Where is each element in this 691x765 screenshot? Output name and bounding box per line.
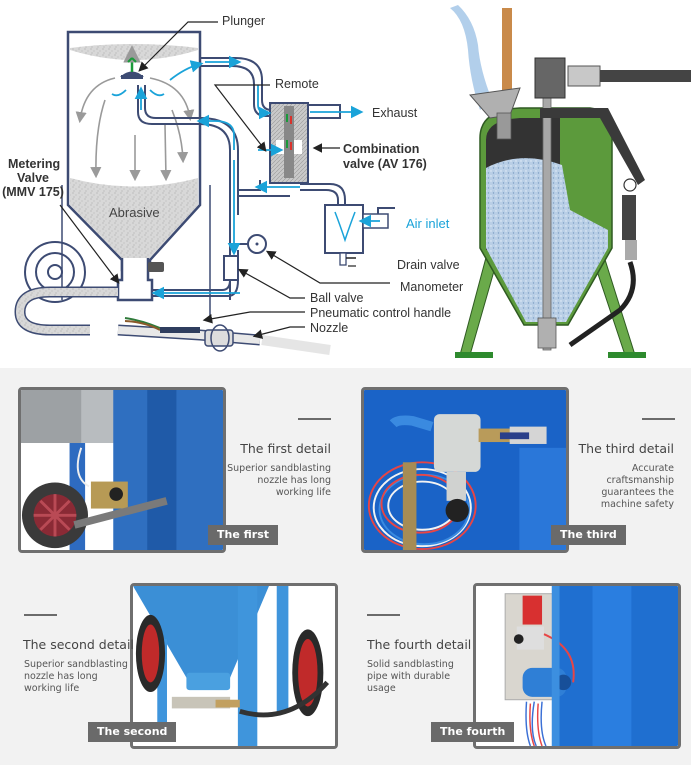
cutaway-drawing: [450, 5, 691, 358]
side-manometer: [623, 178, 637, 192]
pneumatic-handle: [540, 108, 645, 185]
wheel: [24, 241, 86, 303]
label-combination-valve-line1: Combination: [343, 142, 420, 156]
detail-desc-fourth: Solid sandblasting pipe with durable usa…: [367, 659, 473, 695]
detail-photo-fourth[interactable]: [473, 583, 681, 749]
abrasive-flow-arrows: [75, 77, 195, 182]
detail-desc-second-line1: Superior sandblasting: [24, 659, 128, 670]
sandblaster-schematic: Plunger Remote Exhaust Combination valve…: [0, 0, 463, 368]
label-plunger: Plunger: [222, 14, 266, 28]
detail-desc-fourth-line2: pipe with durable: [367, 671, 451, 682]
detail-desc-first-line2: nozzle has long: [257, 475, 331, 486]
top-illustration: Plunger Remote Exhaust Combination valve…: [0, 0, 691, 368]
plunger: [120, 45, 144, 79]
detail-desc-second: Superior sandblasting nozzle has long wo…: [24, 659, 130, 695]
detail-desc-second-line3: working life: [24, 683, 80, 694]
manometer: [238, 234, 267, 254]
detail-desc-third-line2: guarantees the: [601, 487, 674, 498]
leader-lines: [59, 21, 390, 339]
central-pipe: [542, 94, 552, 351]
hose-pipe: [600, 70, 691, 82]
detail-photo-first[interactable]: [18, 387, 226, 553]
schematic-drawing: [14, 21, 395, 355]
label-abrasive: Abrasive: [109, 205, 160, 220]
sand-column: [502, 8, 512, 90]
abrasive-hose: [14, 286, 331, 355]
photo-second-image: [133, 586, 335, 746]
detail-tag-second: The second: [88, 722, 177, 742]
water-separator: [324, 204, 395, 266]
detail-photo-third[interactable]: [361, 387, 569, 553]
detail-desc-first-line1: Superior sandblasting: [227, 463, 331, 474]
detail-desc-third-line1: Accurate craftsmanship: [606, 463, 674, 486]
photo-third-image: [364, 390, 566, 550]
foot-right: [608, 352, 646, 358]
label-air-inlet: Air inlet: [406, 216, 450, 231]
air-plume: [450, 5, 492, 110]
detail-desc-fourth-line1: Solid sandblasting: [367, 659, 454, 670]
detail-desc-third: Accurate craftsmanship guarantees the ma…: [568, 463, 674, 511]
side-valve: [622, 195, 636, 240]
elbow-fitting: [534, 57, 566, 99]
photo-fourth-image: [476, 586, 678, 746]
detail-desc-second-line2: nozzle has long: [24, 671, 98, 682]
detail-tag-first: The first: [208, 525, 279, 545]
label-remote: Remote: [275, 77, 319, 91]
label-manometer: Manometer: [400, 280, 464, 294]
bottom-valve: [537, 317, 557, 349]
detail-title-fourth: The fourth detail: [367, 637, 472, 652]
ball-valve: [223, 255, 239, 281]
photo-first-image: [21, 390, 223, 550]
detail-divider-second: [24, 614, 57, 616]
details-section: The first The first detail Superior sand…: [0, 368, 691, 765]
detail-desc-third-line3: machine safety: [600, 499, 674, 510]
label-drain-valve: Drain valve: [397, 258, 460, 272]
detail-divider-fourth: [367, 614, 400, 616]
label-combination-valve-line2: valve (AV 176): [343, 157, 427, 171]
detail-divider-third: [642, 418, 675, 420]
detail-tag-fourth: The fourth: [431, 722, 515, 742]
foot-left: [455, 352, 493, 358]
metering-valve: [116, 258, 164, 302]
detail-title-first: The first detail: [240, 441, 331, 456]
detail-desc-fourth-line3: usage: [367, 683, 396, 694]
combination-valve: [269, 102, 309, 184]
detail-title-second: The second detail: [23, 637, 134, 652]
label-nozzle: Nozzle: [310, 321, 349, 335]
detail-tag-third: The third: [551, 525, 626, 545]
detail-photo-second[interactable]: [130, 583, 338, 749]
label-metering-valve-line1: Metering: [8, 157, 61, 171]
label-ball-valve: Ball valve: [310, 291, 364, 305]
label-pneumatic-control-handle: Pneumatic control handle: [310, 306, 452, 320]
label-metering-valve-line2: Valve: [17, 171, 49, 185]
detail-desc-first: Superior sandblasting nozzle has long wo…: [225, 463, 331, 499]
label-exhaust: Exhaust: [372, 106, 418, 120]
label-metering-valve-line3: (MMV 175): [2, 185, 64, 199]
detail-title-third: The third detail: [578, 441, 674, 456]
detail-desc-first-line3: working life: [275, 487, 331, 498]
tank-cutaway-illustration: [440, 0, 691, 368]
detail-divider-first: [298, 418, 331, 420]
